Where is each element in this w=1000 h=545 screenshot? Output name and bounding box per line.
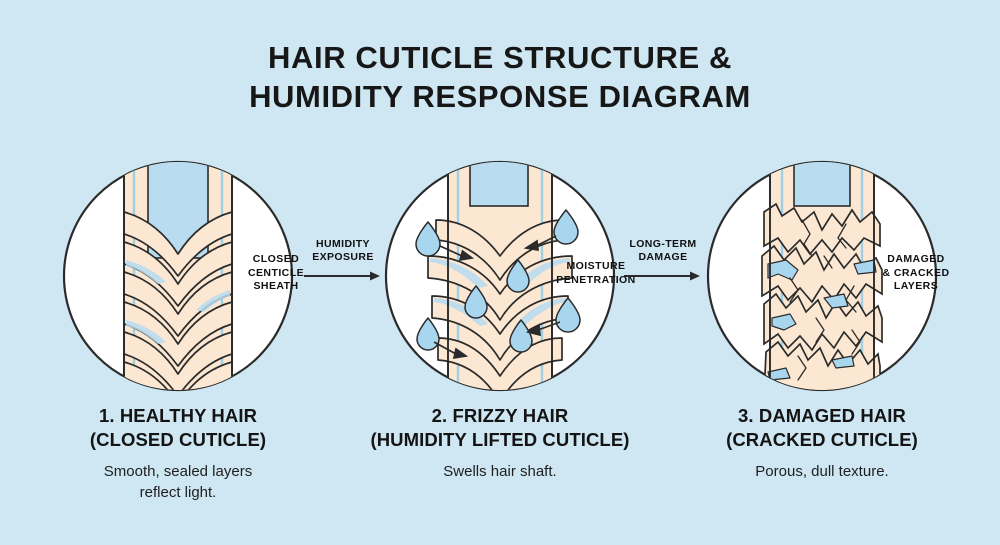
title-line-2: HUMIDITY RESPONSE DIAGRAM (249, 79, 751, 114)
droplet-icon (506, 259, 530, 293)
healthy-hair-illustration (62, 160, 294, 392)
callout-damaged-cracked-layers: DAMAGED & CRACKED LAYERS (882, 253, 950, 292)
caption-damaged-hair: 3. DAMAGED HAIR (CRACKED CUTICLE) Porous… (672, 404, 972, 482)
callout-closed-centicle-sheath: CLOSED CENTICLE SHEATH (247, 253, 305, 292)
caption-heading-2: 2. FRIZZY HAIR (HUMIDITY LIFTED CUTICLE) (370, 405, 630, 450)
fracture-lines (789, 219, 861, 381)
droplet-icon (555, 297, 581, 333)
droplet-icon (416, 317, 440, 351)
arrow-right-icon (304, 271, 380, 281)
arrow-into-cuticle-icon (523, 235, 557, 252)
arrow-into-cuticle-icon (525, 321, 561, 337)
caption-body-3: Porous, dull texture. (755, 463, 889, 480)
page-title: HAIR CUTICLE STRUCTURE & HUMIDITY RESPON… (0, 38, 1000, 116)
hair-shaft-damaged (761, 162, 883, 390)
caption-healthy-hair: 1. HEALTHY HAIR (CLOSED CUTICLE) Smooth,… (28, 404, 328, 503)
cortex-core (469, 162, 529, 207)
shaft-outline (447, 162, 553, 390)
connector-long-term-damage: LONG-TERM DAMAGE (624, 238, 702, 283)
arrow-right-icon (624, 271, 700, 281)
connector-label-1: HUMIDITY EXPOSURE (312, 238, 374, 263)
cracked-scale-bands (761, 202, 883, 390)
droplet-icon (553, 209, 579, 245)
callout-moisture-penetration: MOISTURE PENETRATION (556, 260, 636, 286)
caption-body-2: Swells hair shaft. (443, 463, 557, 480)
panel-healthy-hair (62, 160, 294, 392)
caption-frizzy-hair: 2. FRIZZY HAIR (HUMIDITY LIFTED CUTICLE)… (350, 404, 650, 482)
water-droplets (415, 209, 581, 353)
damaged-hair-illustration (706, 160, 938, 392)
hair-shaft-frizzy (427, 162, 573, 390)
penetration-arrows (433, 235, 561, 360)
frizzy-hair-illustration (384, 160, 616, 392)
caption-heading-1: 1. HEALTHY HAIR (CLOSED CUTICLE) (89, 405, 267, 450)
title-line-1: HAIR CUTICLE STRUCTURE & (268, 40, 732, 75)
crack-gaps (767, 259, 877, 381)
shaft-outline (123, 162, 233, 390)
hair-shaft-healthy (123, 162, 233, 390)
panel-damaged-hair (706, 160, 938, 392)
connector-label-2: LONG-TERM DAMAGE (629, 238, 697, 263)
droplet-icon (464, 285, 488, 319)
connector-humidity-exposure: HUMIDITY EXPOSURE (304, 238, 382, 283)
cortex-core (793, 162, 851, 207)
scale-gap-highlights (126, 260, 230, 344)
panel-frizzy-hair (384, 160, 616, 392)
droplet-icon (509, 319, 533, 353)
caption-body-1: Smooth, sealed layers reflect light. (103, 463, 253, 501)
arrow-into-cuticle-icon (439, 245, 475, 262)
caption-heading-3: 3. DAMAGED HAIR (CRACKED CUTICLE) (726, 405, 918, 450)
shaft-outline (769, 162, 875, 390)
droplet-icon (415, 221, 441, 257)
arrow-into-cuticle-icon (433, 341, 469, 360)
